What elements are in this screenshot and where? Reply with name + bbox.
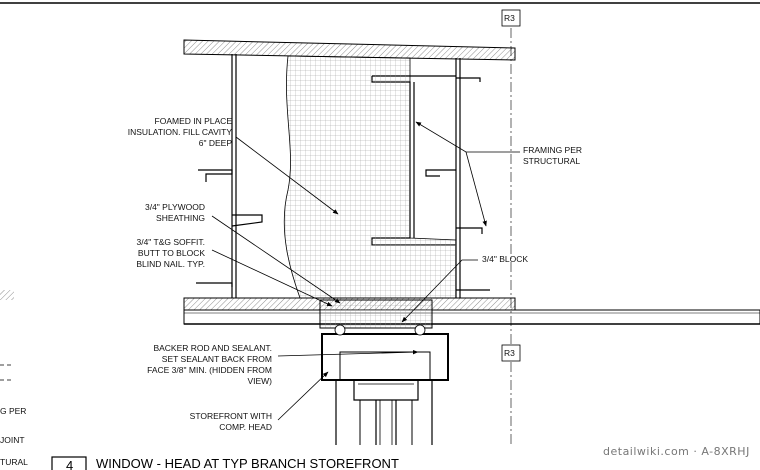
drawing-title: WINDOW - HEAD AT TYP BRANCH STOREFRONT bbox=[96, 456, 399, 470]
soffit-assembly bbox=[183, 297, 760, 325]
svg-text:FRAMING PER: FRAMING PER bbox=[523, 145, 582, 155]
svg-text:BUTT TO BLOCK: BUTT TO BLOCK bbox=[138, 248, 205, 258]
grid-line-r3 bbox=[501, 9, 521, 445]
svg-text:VIEW): VIEW) bbox=[247, 376, 272, 386]
svg-text:BLIND NAIL. TYP.: BLIND NAIL. TYP. bbox=[136, 259, 205, 269]
svg-text:G PER: G PER bbox=[0, 406, 26, 416]
svg-text:3/4" PLYWOOD: 3/4" PLYWOOD bbox=[145, 202, 205, 212]
svg-text:TURAL: TURAL bbox=[0, 457, 28, 467]
svg-text:3/4" T&G SOFFIT.: 3/4" T&G SOFFIT. bbox=[136, 237, 205, 247]
callout-plywood: 3/4" PLYWOOD SHEATHING bbox=[145, 202, 205, 223]
wood-block bbox=[319, 299, 433, 329]
foamed-insulation bbox=[283, 55, 457, 299]
callout-soffit: 3/4" T&G SOFFIT. BUTT TO BLOCK BLIND NAI… bbox=[136, 237, 205, 269]
svg-text:JOINT: JOINT bbox=[0, 435, 25, 445]
svg-text:6" DEEP: 6" DEEP bbox=[199, 138, 233, 148]
detail-number: 4 bbox=[66, 458, 73, 470]
svg-text:3/4" BLOCK: 3/4" BLOCK bbox=[482, 254, 528, 264]
watermark: detailwiki.com · A-8XRHJ bbox=[603, 445, 750, 458]
grid-tag-top: R3 bbox=[504, 13, 515, 23]
leader-lines bbox=[211, 121, 520, 421]
roof-deck bbox=[183, 39, 516, 61]
svg-text:SHEATHING: SHEATHING bbox=[156, 213, 205, 223]
svg-text:FACE 3/8" MIN. (HIDDEN FROM: FACE 3/8" MIN. (HIDDEN FROM bbox=[147, 365, 272, 375]
svg-text:BACKER ROD AND SEALANT.: BACKER ROD AND SEALANT. bbox=[153, 343, 272, 353]
callout-block: 3/4" BLOCK bbox=[482, 254, 528, 264]
svg-text:STRUCTURAL: STRUCTURAL bbox=[523, 156, 580, 166]
callout-framing: FRAMING PER STRUCTURAL bbox=[523, 145, 582, 166]
callout-sealant: BACKER ROD AND SEALANT. SET SEALANT BACK… bbox=[147, 343, 272, 386]
left-edge-fragments: G PER JOINT TURAL bbox=[0, 290, 28, 467]
svg-text:INSULATION. FILL CAVITY: INSULATION. FILL CAVITY bbox=[128, 127, 233, 137]
svg-text:FOAMED IN PLACE: FOAMED IN PLACE bbox=[155, 116, 233, 126]
svg-text:SET SEALANT BACK FROM: SET SEALANT BACK FROM bbox=[162, 354, 272, 364]
callout-insulation: FOAMED IN PLACE INSULATION. FILL CAVITY … bbox=[128, 116, 233, 148]
svg-text:STOREFRONT WITH: STOREFRONT WITH bbox=[190, 411, 272, 421]
svg-text:COMP. HEAD: COMP. HEAD bbox=[219, 422, 272, 432]
storefront-head bbox=[321, 324, 449, 445]
grid-tag-bottom: R3 bbox=[504, 348, 515, 358]
callout-storefront: STOREFRONT WITH COMP. HEAD bbox=[190, 411, 272, 432]
detail-title-block: 4 WINDOW - HEAD AT TYP BRANCH STOREFRONT bbox=[51, 456, 399, 470]
